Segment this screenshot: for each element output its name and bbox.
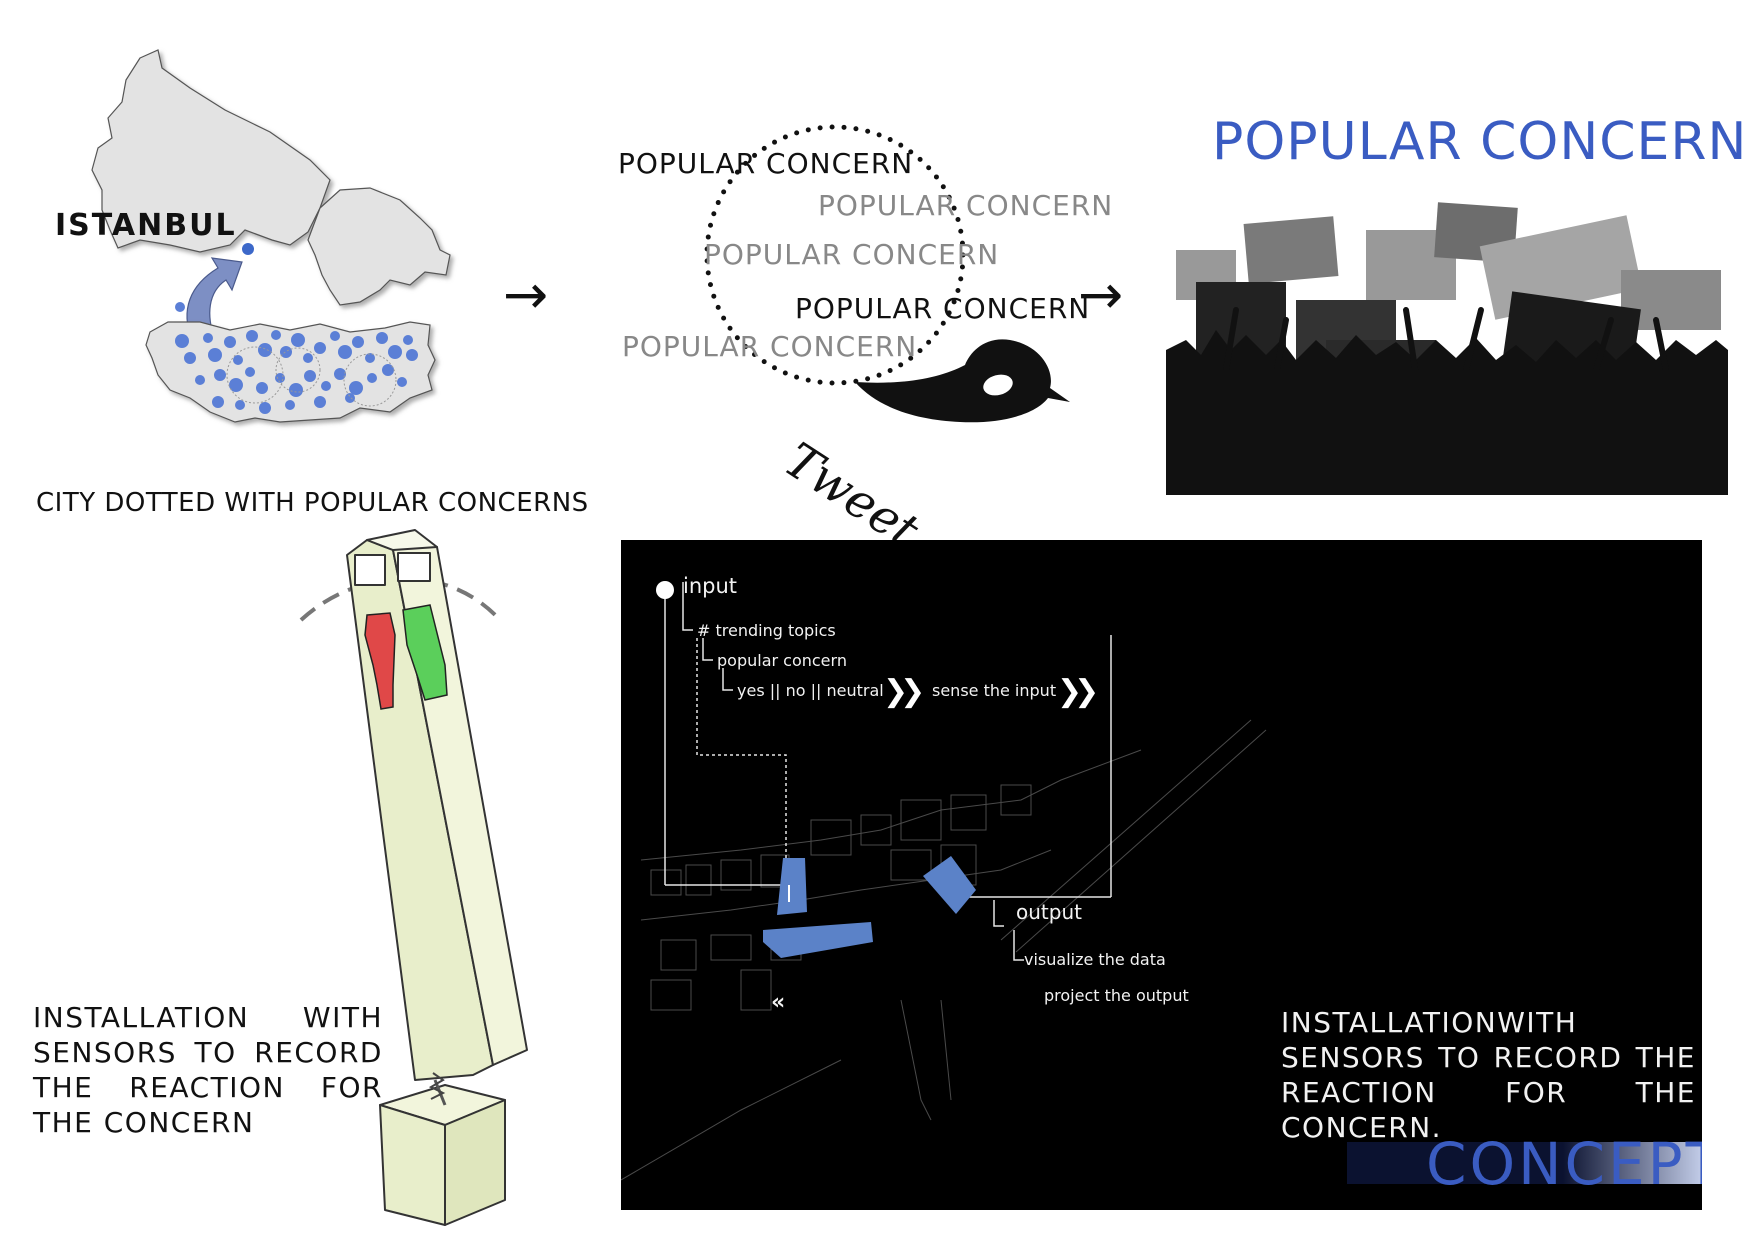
popular-concern-label: popular concern <box>717 651 847 670</box>
istanbul-asia-shape <box>307 187 451 306</box>
protest-crowd-image <box>1166 190 1728 495</box>
concern-phrase-5: POPULAR CONCERN <box>622 330 918 363</box>
istanbul-label: ISTANBUL <box>55 208 237 243</box>
chevron-right-icon: ❯❯ <box>883 674 925 709</box>
totem-base <box>379 1079 506 1226</box>
concern-dots <box>175 330 418 414</box>
diagram-lines <box>621 581 1267 1181</box>
options-label: yes || no || neutral <box>737 681 884 700</box>
concern-phrase-1: POPULAR CONCERN <box>618 147 914 180</box>
thumbs-down-icon <box>364 612 396 710</box>
curved-up-arrow <box>186 257 243 341</box>
concept-bar <box>1347 1142 1702 1184</box>
sense-input-label: sense the input <box>932 681 1057 700</box>
right-arrow-icon: → <box>1078 263 1124 326</box>
concern-phrase-4: POPULAR CONCERN <box>795 292 1091 325</box>
input-label: input <box>683 574 738 598</box>
back-chevron-icon: « <box>771 990 786 1015</box>
concept-diagram-panel: input # trending topics popular concern … <box>621 540 1702 1210</box>
right-arrow-icon: → <box>503 263 549 326</box>
city-caption: CITY DOTTED WITH POPULAR CONCERNS <box>36 488 589 518</box>
trending-topics-label: # trending topics <box>697 621 836 640</box>
istanbul-turkey-map <box>91 49 451 423</box>
concern-phrase-2: POPULAR CONCERN <box>818 189 1114 222</box>
chevron-right-icon: ❯❯ <box>1057 674 1099 709</box>
visualize-label: visualize the data <box>1024 950 1166 969</box>
thumbs-up-icon <box>402 604 448 701</box>
istanbul-europe-shape <box>91 49 331 253</box>
output-label: output <box>1016 900 1082 924</box>
diagram-caption: INSTALLATIONWITH SENSORS TO RECORD THE R… <box>1281 1006 1696 1144</box>
installation-totem-drawing <box>299 529 528 1226</box>
dotted-circle <box>704 124 966 386</box>
concept-label: CONCEPT <box>1426 1130 1702 1198</box>
popular-concern-title: POPULAR CONCERN <box>1212 112 1748 172</box>
input-node <box>656 581 674 599</box>
totem-body <box>346 529 528 1081</box>
highlighted-zones <box>763 856 976 958</box>
project-label: project the output <box>1044 986 1189 1005</box>
twitter-bird-icon <box>855 339 1070 423</box>
concern-phrase-3: POPULAR CONCERN <box>704 238 1000 271</box>
istanbul-location-dot <box>242 243 254 255</box>
installation-caption: INSTALLATION WITH SENSORS TO RECORD THE … <box>33 1001 383 1139</box>
